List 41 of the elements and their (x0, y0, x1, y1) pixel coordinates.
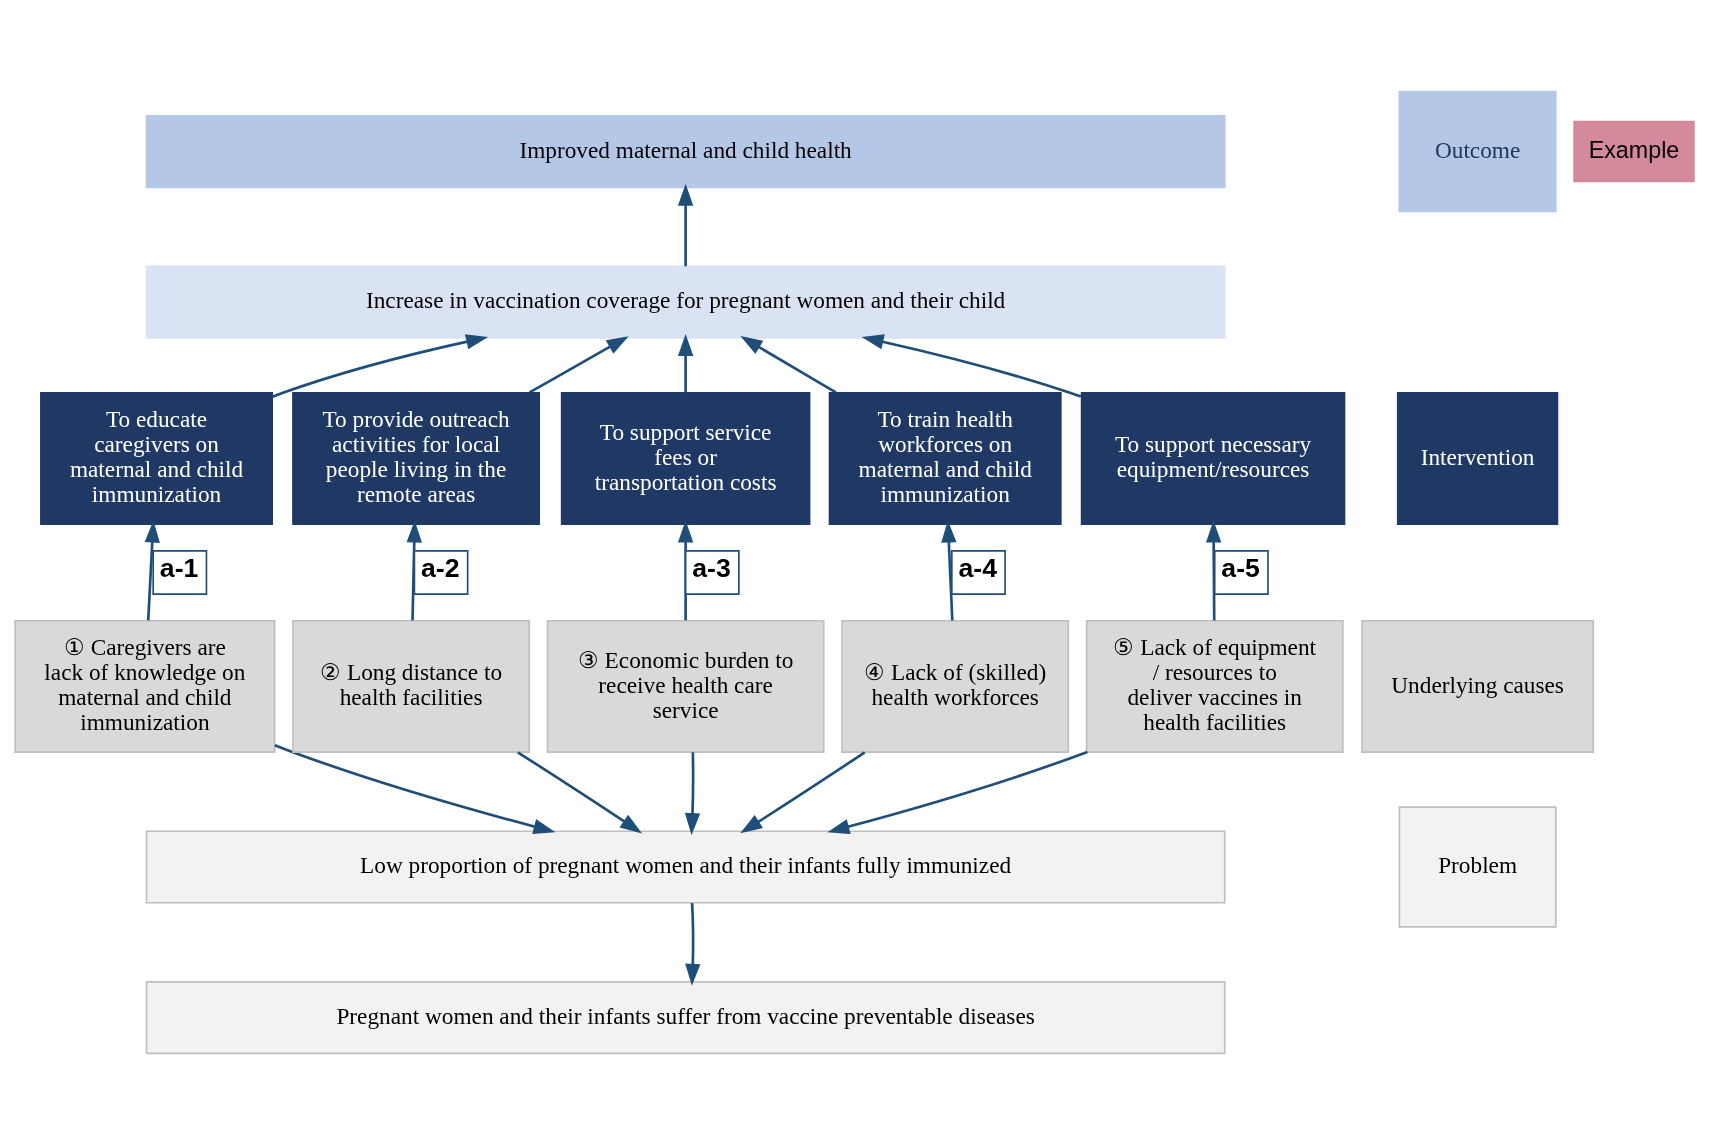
edge-label: a-5 (1221, 553, 1260, 584)
node-box: To support service fees or transportation costs (560, 392, 811, 526)
arrow (528, 336, 629, 394)
arrow (1205, 520, 1222, 621)
node-box: To train health workforces on maternal and child immunization (828, 392, 1062, 526)
arrow (740, 751, 866, 834)
node-box: Underlying causes (1361, 619, 1595, 754)
arrow (517, 751, 643, 834)
node-box: To educate caregivers on maternal and child immunization (40, 392, 273, 526)
arrow (941, 520, 957, 621)
node-box: Outcome (1398, 90, 1557, 213)
arrow (677, 183, 694, 267)
edge-label: a-2 (421, 553, 460, 584)
node-box: Increase in vaccination coverage for pregnant women and their child (145, 265, 1226, 339)
arrow (685, 903, 701, 986)
node-box: ⑤ Lack of equipment / resources to deliver vaccines in health facilities (1085, 619, 1344, 754)
arrow (144, 520, 160, 621)
arrow (861, 334, 1082, 398)
arrow (677, 520, 694, 621)
arrow (406, 520, 422, 621)
node-box: Intervention (1396, 392, 1559, 526)
arrow (677, 334, 694, 393)
arrow (274, 743, 556, 834)
node-box: To support necessary equipment/resources (1080, 392, 1346, 526)
edge-label: a-3 (692, 553, 731, 584)
node-box: To provide outreach activities for local people living in the remote areas (292, 392, 541, 526)
arrow (684, 752, 701, 836)
arrow (272, 334, 489, 398)
node-box: ④ Lack of (skilled) health workforces (841, 619, 1070, 754)
edge-label: a-4 (958, 553, 997, 584)
node-box: ② Long distance to health facilities (292, 619, 531, 754)
node-box: ① Caregivers are lack of knowledge on maternal and child immunization (14, 619, 276, 754)
arrow (827, 750, 1088, 835)
node-box: ③ Economic burden to receive health care service (546, 619, 825, 754)
node-box: Improved maternal and child health (145, 114, 1226, 189)
node-box: Pregnant women and their infants suffer from vaccine preventable diseases (145, 980, 1226, 1055)
edge-label: a-1 (159, 553, 199, 584)
node-box: Low proportion of pregnant women and their infants fully immunized (145, 830, 1226, 904)
node-box: Problem (1398, 806, 1557, 928)
arrow (740, 336, 837, 394)
label: Example (1588, 136, 1680, 163)
